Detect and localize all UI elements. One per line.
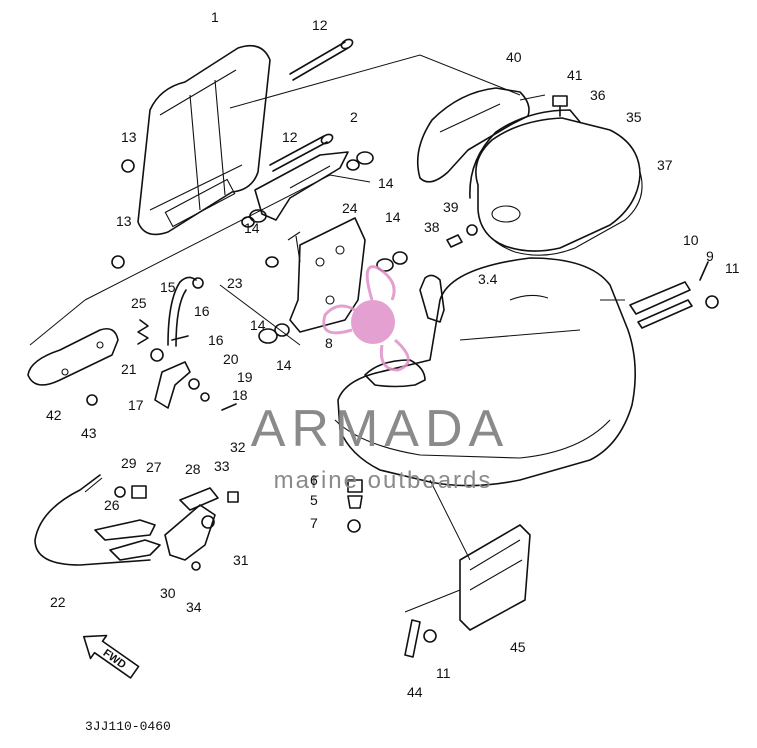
part-number-label: 2 [350, 109, 358, 125]
part-number-label: 30 [160, 585, 176, 601]
part-number-label: 34 [186, 599, 202, 615]
nut-parts [111, 159, 135, 269]
part-number-label: 9 [706, 248, 714, 264]
part-number-label: 25 [131, 295, 147, 311]
part-number-label: 11 [436, 665, 451, 681]
part-number-label: 22 [50, 594, 66, 610]
part-number-label: 11 [725, 260, 740, 276]
part-number-label: 42 [46, 407, 62, 423]
watermark-tagline: marine outboards [274, 467, 493, 494]
part-number-label: 14 [276, 357, 292, 373]
part-number-label: 26 [104, 497, 120, 513]
watermark-brand: ARMADA [251, 400, 509, 458]
fastener-parts [347, 479, 363, 533]
latch-assembly-part [94, 485, 239, 571]
part-number-label: 7 [310, 515, 318, 531]
part-number-label: 13 [116, 213, 132, 229]
watermark: ARMADA marine outboards [251, 265, 509, 494]
part-number-label: 10 [683, 232, 699, 248]
part-number-label: 27 [146, 459, 162, 475]
cable-part [34, 474, 151, 566]
part-number-label: 28 [185, 461, 201, 477]
screw-part [552, 95, 568, 117]
part-number-label: 35 [626, 109, 642, 125]
part-number-label: 13 [121, 129, 137, 145]
part-number-label: 12 [282, 129, 298, 145]
part-number-label: 45 [510, 639, 526, 655]
handle-part [167, 276, 204, 347]
rear-cowl-part [416, 87, 530, 183]
part-number-label: 29 [121, 455, 137, 471]
part-number-label: 1 [211, 9, 219, 25]
part-number-label: 23 [227, 275, 243, 291]
arrow-outline-icon [82, 634, 140, 679]
part-number-label: 33 [214, 458, 230, 474]
part-number-label: 8 [325, 335, 333, 351]
part-number-label: 20 [223, 351, 239, 367]
part-number-label: 3.4 [478, 271, 498, 287]
bottom-cowl-part [334, 257, 636, 487]
pad-part [364, 359, 426, 388]
part-number-label: 32 [230, 439, 246, 455]
part-number-label: 31 [233, 552, 249, 568]
small-bolt-parts [446, 224, 478, 248]
drawing-code: 3JJ110-0460 [85, 719, 171, 734]
hinge-plate-part [287, 217, 366, 333]
part-number-label: 40 [506, 49, 522, 65]
part-number-label: 43 [81, 425, 97, 441]
part-number-label: 36 [590, 87, 606, 103]
top-cover-part [469, 109, 643, 256]
rod-parts [629, 261, 719, 329]
part-number-label: 18 [232, 387, 248, 403]
parts-linework [27, 38, 719, 658]
part-number-label: 6 [310, 472, 318, 488]
direction-label: FWD [101, 647, 128, 671]
part-number-label: 44 [407, 684, 423, 700]
bracket-part [254, 151, 349, 221]
seat-back-part [137, 44, 271, 236]
part-number-label: 24 [342, 200, 358, 216]
part-number-label: 15 [160, 279, 176, 295]
part-number-label: 21 [121, 361, 137, 377]
trim-part [27, 327, 119, 406]
part-number-label: 39 [443, 199, 459, 215]
part-number-label: 16 [194, 303, 210, 319]
propeller-logo-icon [322, 265, 410, 372]
part-number-label: 14 [378, 175, 394, 191]
part-number-label: 38 [424, 219, 440, 235]
part-number-label: 14 [244, 220, 260, 236]
part-number-label: 12 [312, 17, 328, 33]
long-bolt-part [269, 38, 354, 172]
part-number-label: 41 [567, 67, 583, 83]
lever-part [154, 361, 237, 411]
box-part [404, 524, 531, 658]
part-number-label: 37 [657, 157, 673, 173]
bushing-parts [241, 151, 408, 344]
clip-part [419, 274, 445, 323]
part-number-label: 16 [208, 332, 224, 348]
forward-direction-arrow: FWD [82, 634, 140, 679]
part-number-label: 14 [250, 317, 266, 333]
spring-part [137, 319, 164, 362]
part-number-label: 17 [128, 397, 144, 413]
reference-lines [29, 54, 625, 613]
part-number-label: 19 [237, 369, 253, 385]
part-number-label: 14 [385, 209, 401, 225]
part-number-label: 5 [310, 492, 318, 508]
